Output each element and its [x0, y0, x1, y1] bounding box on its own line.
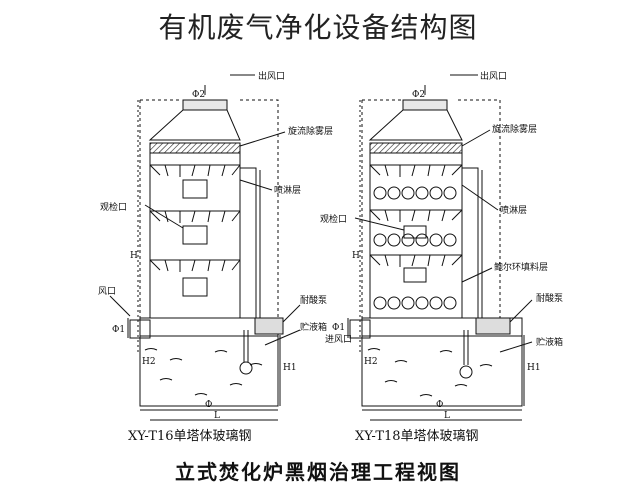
right-pump-label: 耐酸泵: [536, 292, 563, 304]
left-spray-leader: [239, 179, 273, 191]
right-outlet-leader: [424, 74, 478, 95]
left-cone: [148, 109, 241, 141]
right-spray-1: [369, 164, 463, 177]
left-viewport-1: [182, 179, 208, 199]
diagram-title: 有机废气净化设备结构图: [158, 11, 478, 44]
right-model-label: XY-T18单塔体玻璃钢: [355, 429, 479, 444]
left-strainer: [239, 361, 253, 375]
left-model-label: XY-T16单塔体玻璃钢: [128, 429, 252, 444]
left-pump-leader: [282, 304, 301, 323]
right-cone: [368, 109, 463, 141]
left-outlet-label: 出风口: [258, 70, 285, 82]
right-demister-label: 旋流除雾层: [492, 123, 537, 135]
right-inlet-label: 进风口: [325, 334, 352, 345]
right-packing-row-1: [373, 186, 457, 200]
right-spray-label: 喷淋层: [500, 204, 527, 216]
left-inlet-label: 风口: [98, 286, 116, 297]
right-spray-2: [369, 209, 463, 222]
right-viewport-2: [403, 267, 427, 283]
left-outlet-flange: [182, 99, 228, 111]
left-tower: [109, 74, 301, 421]
diagram-caption: 立式焚化炉黑烟治理工程视图: [175, 460, 461, 484]
left-tank: [139, 317, 279, 407]
right-viewport-1: [403, 225, 427, 239]
left-viewport-3: [182, 277, 208, 297]
right-phi1-label: Φ1: [332, 323, 345, 333]
left-phi2-label: Φ2: [192, 90, 205, 100]
right-packing-row-3: [373, 296, 457, 310]
left-tank-leader: [264, 329, 301, 346]
right-packing-leader: [461, 267, 493, 283]
right-tower: [347, 74, 533, 421]
right-viewport-leader: [354, 217, 405, 231]
right-strainer: [459, 365, 473, 379]
left-spray-1: [149, 164, 241, 177]
left-pump-label: 耐酸泵: [300, 294, 327, 306]
right-packing-label: 鲍尔环填料层: [494, 261, 548, 273]
left-body: [149, 152, 241, 319]
left-spray-3: [149, 259, 241, 272]
left-tank-label: 贮液箱: [300, 321, 327, 333]
right-h1-label: H1: [527, 363, 541, 373]
right-outline-dashed: [361, 99, 501, 355]
right-pump: [475, 317, 511, 335]
right-tank: [361, 317, 523, 407]
right-spray-3: [369, 254, 463, 267]
left-suction-pipe: [243, 330, 249, 362]
left-h-label: H: [130, 251, 138, 261]
left-viewport-2: [182, 225, 208, 245]
right-h2-label: H2: [364, 357, 378, 367]
right-phi2-label: Φ2: [412, 90, 425, 100]
left-demister-label: 旋流除雾层: [288, 125, 333, 137]
right-spray-pipe: [462, 167, 483, 318]
left-l-label: L: [214, 411, 220, 421]
right-phi-label: Φ: [436, 400, 443, 410]
right-suction-pipe: [463, 330, 469, 365]
left-liquid-waves: [144, 348, 263, 396]
left-outlet-leader: [204, 74, 255, 95]
left-pump: [254, 317, 284, 335]
right-l-label: L: [444, 411, 450, 421]
right-tank-label: 贮液箱: [536, 336, 563, 348]
left-h2-label: H2: [142, 357, 156, 367]
left-spray-label: 喷淋层: [274, 184, 301, 196]
left-phi-label: Φ: [205, 400, 212, 410]
left-viewport-leader: [144, 204, 184, 229]
right-pump-leader: [509, 299, 533, 323]
right-viewport-label: 观检口: [320, 213, 347, 225]
left-viewport-label: 观检口: [100, 201, 127, 213]
left-phi1-label: Φ1: [112, 325, 125, 335]
left-spray-pipe: [240, 167, 261, 318]
left-spray-2: [149, 210, 241, 223]
left-inlet-leader: [109, 295, 131, 317]
right-spray-leader: [461, 184, 499, 211]
right-tank-leader: [499, 341, 533, 353]
right-h-label: H: [352, 251, 360, 261]
right-demister-leader: [461, 129, 491, 147]
left-outline-dashed: [139, 99, 279, 355]
right-outlet-flange: [402, 99, 448, 111]
right-outlet-label: 出风口: [480, 70, 507, 82]
right-packing-row-2: [373, 233, 457, 247]
left-demister: [149, 142, 241, 154]
right-liquid-waves: [367, 348, 493, 397]
right-demister: [369, 142, 463, 154]
left-h1-label: H1: [283, 363, 297, 373]
left-demister-leader: [239, 131, 286, 147]
